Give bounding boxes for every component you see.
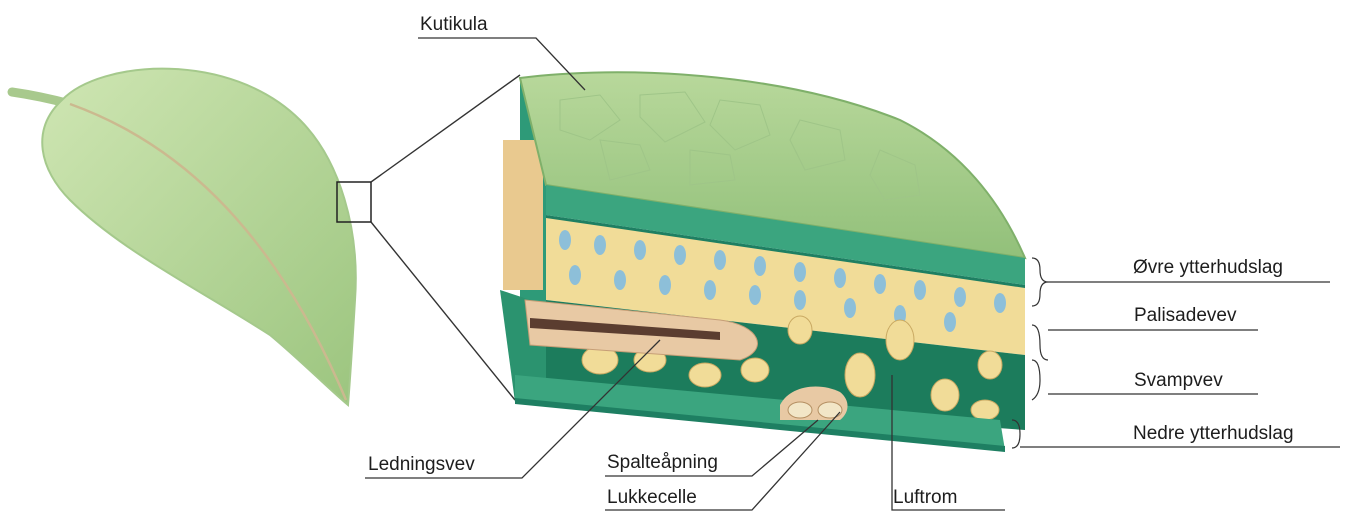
label-spalteapning: Spalteåpning <box>607 452 718 474</box>
label-ledningsvev: Ledningsvev <box>368 454 475 476</box>
label-svampvev: Svampvev <box>1134 370 1223 392</box>
label-palisadevev: Palisadevev <box>1134 305 1236 327</box>
leaf-icon <box>12 69 371 405</box>
zoom-lines <box>371 75 520 400</box>
cross-section-icon <box>500 72 1048 452</box>
label-luftrom: Luftrom <box>893 487 957 509</box>
label-nedre-ytterhudslag: Nedre ytterhudslag <box>1133 423 1294 445</box>
label-lukkecelle: Lukkecelle <box>607 487 697 509</box>
label-kutikula: Kutikula <box>420 14 488 36</box>
label-ovre-ytterhudslag: Øvre ytterhudslag <box>1133 257 1283 279</box>
